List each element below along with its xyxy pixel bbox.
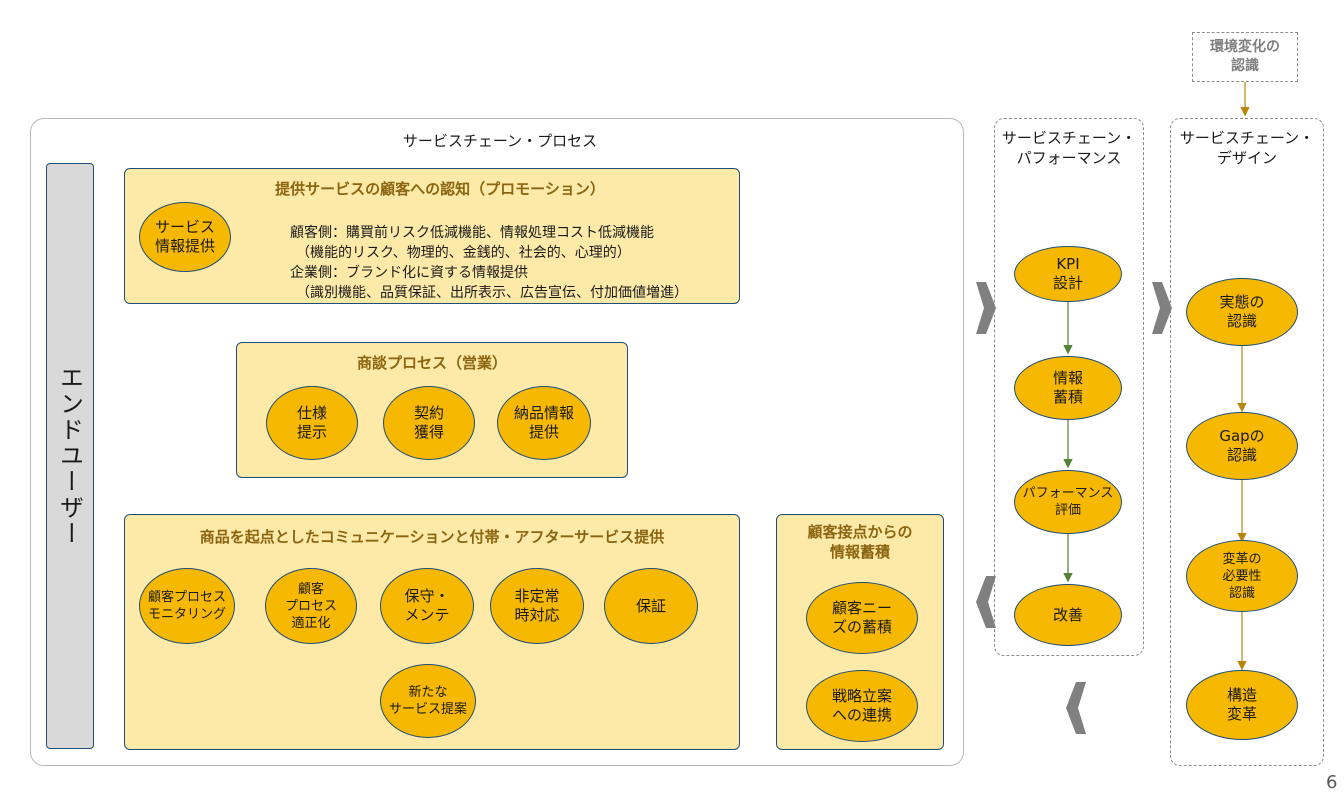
service-info-oval: サービス 情報提供 bbox=[139, 202, 231, 272]
warranty-oval: 保証 bbox=[604, 568, 698, 644]
env-change-box bbox=[1192, 32, 1298, 82]
design-title: サービスチェーン・ デザイン bbox=[1179, 129, 1315, 167]
contract-oval: 契約 獲得 bbox=[383, 386, 475, 460]
change-necessity-oval: 変革の 必要性 認識 bbox=[1186, 540, 1298, 612]
performance-column bbox=[994, 118, 1144, 656]
promotion-line-1: 顧客側：購買前リスク低減機能、情報処理コスト低減機能 bbox=[290, 225, 654, 241]
emergency-response-oval: 非定常 時対応 bbox=[490, 568, 584, 644]
promotion-line-2: （機能的リスク、物理的、金銭的、社会的、心理的） bbox=[296, 245, 631, 261]
panel-title: サービスチェーン・プロセス bbox=[402, 132, 598, 150]
improvement-oval: 改善 bbox=[1014, 584, 1122, 646]
maintenance-oval: 保守・ メンテ bbox=[380, 568, 474, 644]
customer-process-monitoring-oval: 顧客プロセス モニタリング bbox=[139, 568, 235, 644]
structural-change-oval: 構造 変革 bbox=[1186, 670, 1298, 740]
promotion-line-4: （識別機能、品質保証、出所表示、広告宣伝、付加価値増進） bbox=[296, 285, 688, 301]
env-change-label: 環境変化の 認識 bbox=[1210, 39, 1280, 74]
gap-recognition-oval: Gapの 認識 bbox=[1186, 412, 1298, 480]
info-accumulation-title: 顧客接点からの 情報蓄積 bbox=[807, 523, 913, 561]
info-accumulation-oval: 情報 蓄積 bbox=[1014, 356, 1122, 420]
spec-oval: 仕様 提示 bbox=[266, 386, 358, 460]
after-service-title: 商品を起点としたコミュニケーションと付帯・アフターサービス提供 bbox=[199, 528, 665, 546]
chevron-right-icon bbox=[976, 282, 996, 334]
customer-process-optimization-oval: 顧客 プロセス 適正化 bbox=[265, 568, 357, 644]
end-user-bar: エンドユーザー bbox=[46, 163, 94, 749]
chevron-left-icon bbox=[1066, 682, 1086, 734]
performance-title: サービスチェーン・ パフォーマンス bbox=[1001, 129, 1137, 167]
negotiation-title: 商談プロセス（営業） bbox=[356, 354, 507, 372]
kpi-design-oval: KPI 設計 bbox=[1014, 246, 1122, 302]
customer-needs-oval: 顧客ニー ズの蓄積 bbox=[806, 582, 918, 654]
performance-evaluation-oval: パフォーマンス 評価 bbox=[1014, 470, 1122, 534]
promotion-title: 提供サービスの顧客への認知（プロモーション） bbox=[275, 180, 605, 198]
reality-recognition-oval: 実態の 認識 bbox=[1186, 278, 1298, 346]
delivery-info-oval: 納品情報 提供 bbox=[497, 386, 591, 460]
design-column bbox=[1170, 118, 1324, 766]
page-number: 6 bbox=[1326, 772, 1338, 793]
chevron-left-icon bbox=[976, 576, 996, 628]
chevron-right-icon bbox=[1152, 282, 1172, 334]
end-user-label: エンドユーザー bbox=[55, 365, 84, 547]
strategy-link-oval: 戦略立案 への連携 bbox=[806, 670, 918, 742]
promotion-line-3: 企業側：ブランド化に資する情報提供 bbox=[290, 265, 528, 281]
new-service-proposal-oval: 新たな サービス提案 bbox=[380, 664, 476, 738]
